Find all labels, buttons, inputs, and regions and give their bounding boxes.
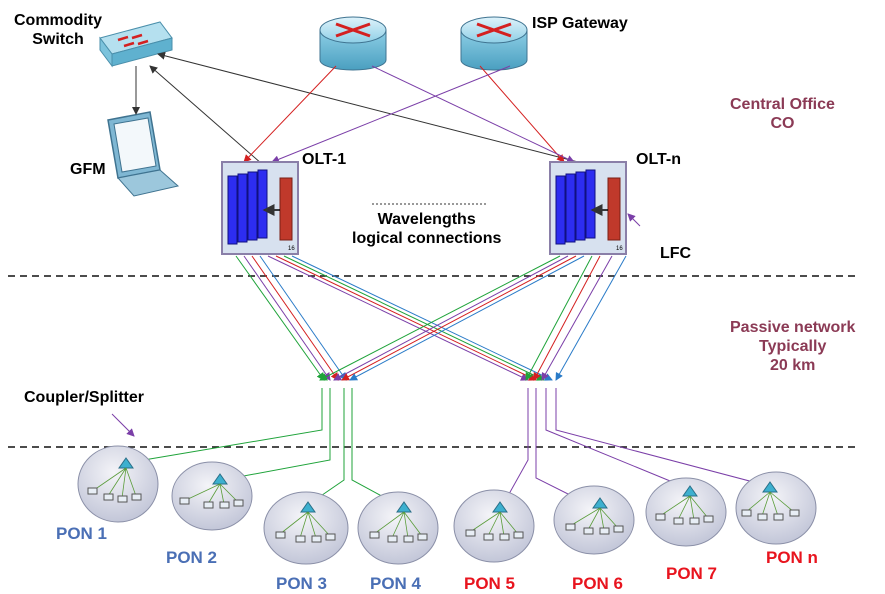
pon-6-bubble bbox=[553, 485, 635, 555]
pon-1-label: PON 1 bbox=[56, 524, 108, 543]
pon-2-label: PON 2 bbox=[166, 548, 218, 567]
commodity-switch-icon bbox=[99, 21, 173, 68]
passive-network-zone-label: Passive network Typically 20 km bbox=[730, 319, 856, 374]
pon-n-label: PON n bbox=[766, 548, 818, 567]
pon-3-bubble bbox=[263, 491, 349, 565]
pon-5-label: PON 5 bbox=[464, 574, 516, 593]
pon-n-bubble bbox=[735, 471, 817, 545]
pon-4-bubble bbox=[357, 491, 439, 565]
olt-n-label: OLT-n bbox=[636, 151, 682, 168]
wavelengths-annotation: Wavelengths logical connections bbox=[352, 211, 502, 247]
pon-5-bubble bbox=[453, 489, 535, 563]
olt-n-port-number: 16 bbox=[616, 246, 623, 252]
central-office-zone-label: Central Office CO bbox=[730, 96, 835, 132]
olt-n-chassis: 16 bbox=[549, 161, 627, 255]
pon-3-label: PON 3 bbox=[276, 574, 328, 593]
commodity-switch-label: Commodity Switch bbox=[14, 12, 102, 48]
gfm-label: GFM bbox=[70, 161, 106, 178]
olt-1-label: OLT-1 bbox=[302, 151, 347, 168]
gfm-monitor-icon bbox=[107, 111, 180, 197]
isp-gateway-router-icon bbox=[460, 16, 528, 71]
pon-4-label: PON 4 bbox=[370, 574, 422, 593]
pon-drop-links bbox=[131, 388, 777, 511]
pon-7-bubble bbox=[645, 477, 727, 547]
lfc-label: LFC bbox=[660, 245, 692, 262]
coupler-splitter-label: Coupler/Splitter bbox=[24, 389, 145, 406]
olt-1-chassis: 16 bbox=[221, 161, 299, 255]
isp-gateway-label: ISP Gateway bbox=[532, 15, 628, 32]
pon-1-bubble bbox=[77, 445, 159, 523]
wavelength-links bbox=[235, 255, 627, 381]
pon-6-label: PON 6 bbox=[572, 574, 624, 593]
pon-7-label: PON 7 bbox=[666, 564, 718, 583]
pon-2-bubble bbox=[171, 461, 253, 531]
router-1-icon bbox=[319, 16, 387, 71]
olt-1-port-number: 16 bbox=[288, 246, 295, 252]
